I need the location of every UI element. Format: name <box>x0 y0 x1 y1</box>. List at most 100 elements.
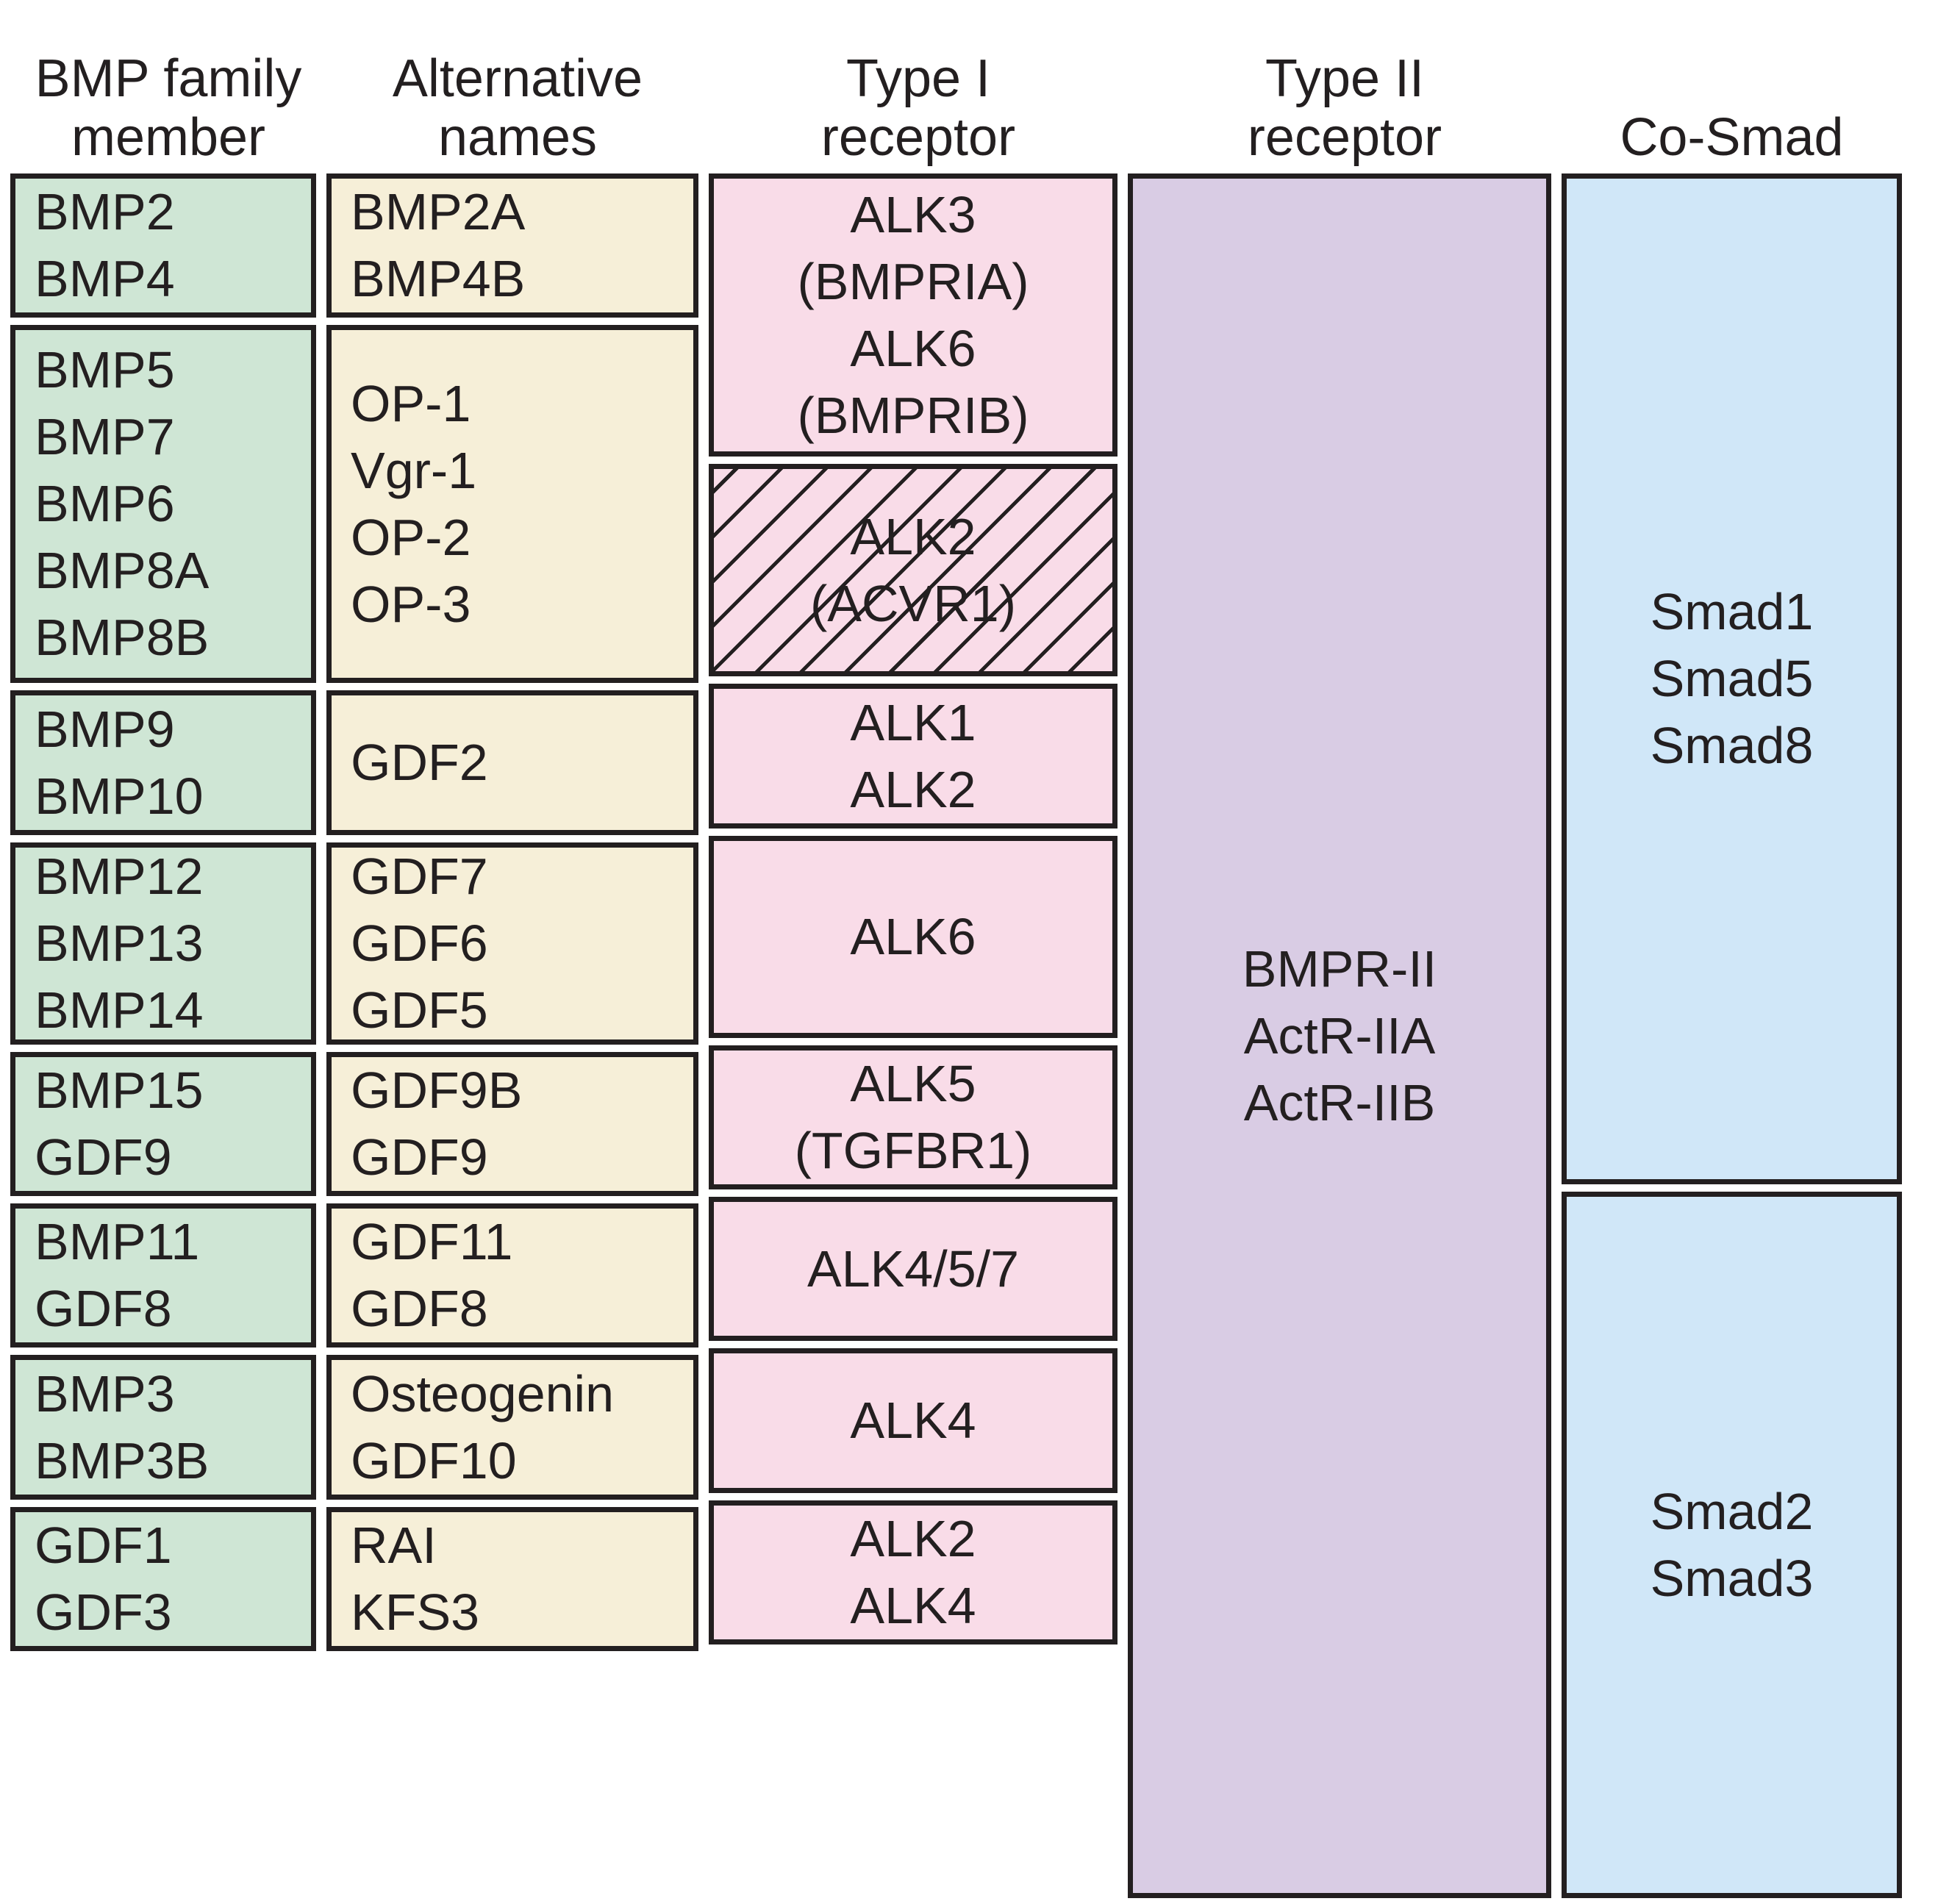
cell-type-ii-receptor-all: BMPR-II ActR-IIA ActR-IIB <box>1128 173 1551 1898</box>
cell-alternative-names-3: GDF2 <box>326 690 698 835</box>
column-header-type-i-receptor: Type I receptor <box>820 49 1016 168</box>
cell-co-smad-1: Smad1 Smad5 Smad8 <box>1562 173 1902 1184</box>
cell-type-i-receptor-7: ALK4 <box>709 1348 1117 1493</box>
cell-bmp-family-5: BMP15 GDF9 <box>10 1052 316 1196</box>
cell-line: BMP8B <box>35 609 210 666</box>
cell-line: GDF8 <box>351 1280 488 1337</box>
cell-bmp-family-8: GDF1 GDF3 <box>10 1507 316 1651</box>
cell-line: GDF5 <box>351 981 488 1039</box>
cell-bmp-family-1: BMP2 BMP4 <box>10 173 316 318</box>
cell-line: ALK4 <box>850 1392 976 1449</box>
cell-type-i-receptor-6: ALK4/5/7 <box>709 1197 1117 1341</box>
cell-line: ALK6 <box>850 908 976 965</box>
cell-line: BMP7 <box>35 408 175 465</box>
cell-line: (BMPRIA) <box>797 252 1029 310</box>
cell-line: ALK5 <box>850 1055 976 1112</box>
cell-line: ALK4 <box>850 1577 976 1634</box>
cell-co-smad-2: Smad2 Smad3 <box>1562 1192 1902 1898</box>
cell-line: OP-3 <box>351 575 471 633</box>
cell-type-i-receptor-5: ALK5 (TGFBR1) <box>709 1045 1117 1189</box>
cell-line: BMP2A <box>351 183 526 240</box>
table-body: BMP2 BMP4 BMP5 BMP7 BMP6 BMP8A BMP8B BMP… <box>10 173 1939 1898</box>
cell-line: (TGFBR1) <box>794 1122 1032 1179</box>
column-header-type-ii-receptor: Type II receptor <box>1247 49 1442 168</box>
column-header-bmp-family-member: BMP family member <box>35 49 302 168</box>
cell-line: GDF7 <box>351 848 488 905</box>
cell-type-i-receptor-2-hatched: ALK2 (ACVR1) <box>709 464 1117 676</box>
cell-type-i-receptor-3: ALK1 ALK2 <box>709 684 1117 828</box>
cell-line: BMP12 <box>35 848 204 905</box>
cell-line: ActR-IIA <box>1243 1006 1436 1064</box>
cell-line: GDF11 <box>351 1213 513 1270</box>
cell-line: Smad8 <box>1650 717 1814 774</box>
cell-line: GDF9B <box>351 1062 523 1119</box>
cell-line: BMP2 <box>35 183 175 240</box>
cell-type-i-receptor-4: ALK6 <box>709 836 1117 1038</box>
cell-line: (BMPRIB) <box>797 386 1029 444</box>
cell-line: GDF8 <box>35 1280 172 1337</box>
cell-line: BMP6 <box>35 475 175 532</box>
cell-line: Smad1 <box>1650 583 1814 640</box>
cell-line: GDF1 <box>35 1517 172 1574</box>
column-header-alternative-names: Alternative names <box>392 49 643 168</box>
cell-line: ALK2 <box>850 507 976 565</box>
cell-line: BMP10 <box>35 767 204 825</box>
cell-line: ALK1 <box>850 693 976 751</box>
cell-line: OP-2 <box>351 508 471 566</box>
cell-type-i-receptor-1: ALK3 (BMPRIA) ALK6 (BMPRIB) <box>709 173 1117 457</box>
cell-line: BMP14 <box>35 981 204 1039</box>
cell-line: BMP4B <box>351 250 526 307</box>
cell-line: GDF6 <box>351 915 488 972</box>
table-header-row: BMP family member Alternative names Type… <box>10 0 1939 173</box>
cell-line: OP-1 <box>351 374 471 432</box>
cell-line: RAI <box>351 1517 437 1574</box>
cell-line: BMPR-II <box>1242 940 1437 998</box>
column-co-smad: Smad1 Smad5 Smad8 Smad2 Smad3 <box>1562 173 1902 1898</box>
cell-line: ActR-IIB <box>1243 1073 1436 1131</box>
cell-line: BMP15 <box>35 1062 204 1119</box>
cell-line: Smad3 <box>1650 1549 1814 1607</box>
cell-alternative-names-5: GDF9B GDF9 <box>326 1052 698 1196</box>
cell-line: BMP5 <box>35 341 175 398</box>
cell-alternative-names-4: GDF7 GDF6 GDF5 <box>326 842 698 1045</box>
cell-bmp-family-4: BMP12 BMP13 BMP14 <box>10 842 316 1045</box>
cell-line: ALK2 <box>850 760 976 818</box>
cell-line: GDF9 <box>35 1128 172 1186</box>
cell-line: Osteogenin <box>351 1364 615 1422</box>
cell-line: GDF3 <box>35 1583 172 1641</box>
cell-line: ALK3 <box>850 185 976 243</box>
cell-line: BMP9 <box>35 700 175 758</box>
column-type-i-receptor: ALK3 (BMPRIA) ALK6 (BMPRIB) ALK2 (ACVR1)… <box>709 173 1128 1898</box>
cell-line: ALK4/5/7 <box>807 1239 1019 1298</box>
cell-bmp-family-3: BMP9 BMP10 <box>10 690 316 835</box>
cell-alternative-names-6: GDF11 GDF8 <box>326 1203 698 1348</box>
cell-line: GDF2 <box>351 734 488 791</box>
cell-alternative-names-7: Osteogenin GDF10 <box>326 1355 698 1500</box>
cell-line: BMP4 <box>35 250 175 307</box>
cell-alternative-names-1: BMP2A BMP4B <box>326 173 698 318</box>
column-alternative-names: BMP2A BMP4B OP-1 Vgr-1 OP-2 OP-3 GDF2 GD… <box>326 173 709 1898</box>
cell-bmp-family-7: BMP3 BMP3B <box>10 1355 316 1500</box>
cell-bmp-family-2: BMP5 BMP7 BMP6 BMP8A BMP8B <box>10 325 316 683</box>
cell-line: Vgr-1 <box>351 441 477 499</box>
column-bmp-family-member: BMP2 BMP4 BMP5 BMP7 BMP6 BMP8A BMP8B BMP… <box>10 173 326 1898</box>
cell-line: BMP3B <box>35 1431 210 1489</box>
cell-line: GDF9 <box>351 1128 488 1186</box>
cell-line: Smad2 <box>1650 1482 1814 1540</box>
cell-line: ALK2 <box>850 1510 976 1567</box>
cell-line: BMP3 <box>35 1364 175 1422</box>
cell-line: GDF10 <box>351 1431 517 1489</box>
cell-line: KFS3 <box>351 1583 480 1641</box>
column-type-ii-receptor: BMPR-II ActR-IIA ActR-IIB <box>1128 173 1562 1898</box>
cell-line: Smad5 <box>1650 650 1814 707</box>
cell-line: BMP8A <box>35 542 210 599</box>
cell-line: ALK6 <box>850 319 976 377</box>
cell-line: BMP13 <box>35 915 204 972</box>
column-header-co-smad: Co-Smad <box>1620 108 1844 168</box>
cell-type-i-receptor-8: ALK2 ALK4 <box>709 1500 1117 1644</box>
cell-line: BMP11 <box>35 1213 200 1270</box>
cell-alternative-names-2: OP-1 Vgr-1 OP-2 OP-3 <box>326 325 698 683</box>
cell-line: (ACVR1) <box>809 574 1017 632</box>
cell-bmp-family-6: BMP11 GDF8 <box>10 1203 316 1348</box>
